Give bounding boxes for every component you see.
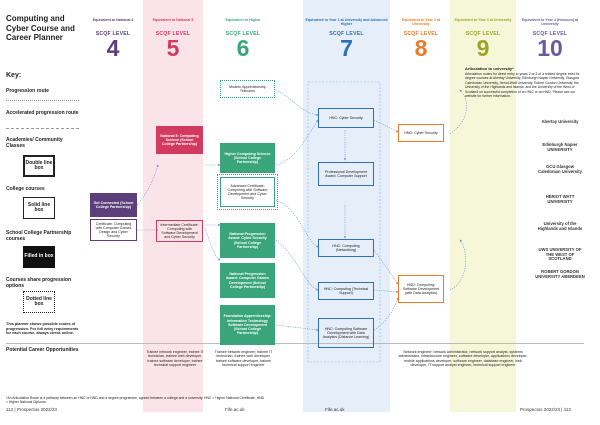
- box-nat4-partnership[interactable]: Get Connected (School College Partnershi…: [90, 193, 137, 217]
- key-heading: Key:: [6, 72, 22, 79]
- career-level-6a: Trainee network engineer, trainee IT tec…: [214, 350, 273, 367]
- key-filled-box: Filled in box: [23, 246, 55, 268]
- key-partnership: School College Partnership courses: [6, 230, 72, 242]
- footer-link-right[interactable]: Fife.ac.uk: [325, 407, 345, 412]
- key-progression: Progression route: [6, 88, 50, 94]
- key-academies: Academies/ Community Classes: [6, 137, 63, 149]
- box-hnd-software[interactable]: HND: Computing: Software Development (wi…: [398, 275, 444, 303]
- logo-uws: UWS UNIVERSITY OF THE WEST OF SCOTLAND: [538, 247, 582, 261]
- box-higher-computing[interactable]: Higher Computing Science (School College…: [220, 143, 275, 173]
- logo-napier: Edinburgh Napier UNIVERSITY: [542, 142, 578, 152]
- key-double-box: Double line box: [23, 155, 55, 177]
- logo-gcu: GCU Glasgow Caledonian University: [538, 164, 582, 174]
- articulation-heading: Articulation to university*: [465, 66, 514, 71]
- footer-right: Prospectus 2022/23 | 113: [520, 407, 571, 412]
- column-header-9: Equivalent to Year 3 at University SCQF …: [454, 18, 512, 61]
- page-title: Computing and Cyber Course and Career Pl…: [6, 14, 75, 42]
- logo-uhi: University of the Highlands and Islands: [537, 221, 583, 231]
- column-header-8: Equivalent to Year 2 at University SCQF …: [401, 18, 441, 61]
- box-hnc-cyber[interactable]: HNC: Cyber Security: [318, 108, 374, 128]
- articulation-text: Articulation routes for direct entry to …: [465, 72, 580, 99]
- box-pda-support[interactable]: Professional Development Award: Computer…: [318, 162, 374, 186]
- key-divider: [6, 343, 584, 344]
- key-progression-line: [6, 100, 79, 101]
- box-npa-games[interactable]: National Progression Award: Computer Gam…: [220, 263, 275, 298]
- box-foundation-apprenticeship[interactable]: Foundation Apprenticeship: Information T…: [220, 305, 275, 345]
- column-header-7: Equivalent to Year 1 at University and A…: [305, 18, 388, 61]
- key-accelerated-line: [6, 128, 79, 129]
- box-intermediate-certificate[interactable]: Intermediate Certificate: Computing with…: [156, 220, 203, 242]
- column-header-4: Equivalent to National 4 SCQF LEVEL 4: [92, 18, 134, 61]
- box-hnc-networking[interactable]: HNC: Computing (Networking): [318, 239, 374, 257]
- box-nat5-partnership[interactable]: National 5: Computing Science (School Co…: [156, 126, 203, 154]
- key-accelerated: Accelerated progression route: [6, 110, 79, 116]
- box-hnd-cyber[interactable]: HND: Cyber Security: [398, 124, 444, 142]
- logo-abertay: Abertay University: [541, 119, 579, 124]
- key-note: This planner shows possible routes of pr…: [6, 322, 79, 336]
- logo-heriot-watt: HERIOT WATT UNIVERSITY: [545, 194, 575, 204]
- box-modern-apprenticeship[interactable]: Modern Apprenticeship Telecoms: [220, 80, 275, 98]
- box-hnc-software[interactable]: HNC: Computing Software Development with…: [318, 318, 374, 348]
- box-nat4-certificate[interactable]: Certificate: Computing with Computer Gam…: [90, 219, 137, 241]
- key-solid-box: Solid line box: [23, 197, 55, 219]
- logo-rgu: ROBERT GORDON UNIVERSITY ABERDEEN: [535, 269, 585, 279]
- footer-link-left[interactable]: Fife.ac.uk: [225, 407, 245, 412]
- column-header-6: Equivalent to Higher SCQF LEVEL 6: [225, 18, 261, 61]
- key-careers: Potential Career Opportunities: [6, 347, 79, 353]
- column-header-5: Equivalent to National 5 SCQF LEVEL 5: [152, 18, 194, 61]
- key-college: College courses: [6, 186, 45, 192]
- column-header-10: Equivalent to Year 4 (Honours) at Univer…: [521, 18, 579, 61]
- key-share: Courses share progression options: [6, 277, 72, 289]
- footnote: *An Articulation Route is a pathway betw…: [6, 396, 265, 404]
- box-npa-cyber[interactable]: National Progression Award: Cyber Securi…: [220, 223, 275, 258]
- key-dotted-box: Dotted line box: [23, 291, 55, 313]
- career-level-8: Network engineer, network administrator,…: [398, 350, 528, 367]
- career-level-6b: Trainee network engineer, trainee IT tec…: [146, 350, 204, 367]
- box-advanced-certificate[interactable]: Advanced Certificate: Computing with Sof…: [217, 174, 278, 210]
- footer-left: 112 | Prospectus 2022/23: [6, 407, 57, 412]
- box-hnc-technical[interactable]: HNC: Computing (Technical Support): [318, 282, 374, 300]
